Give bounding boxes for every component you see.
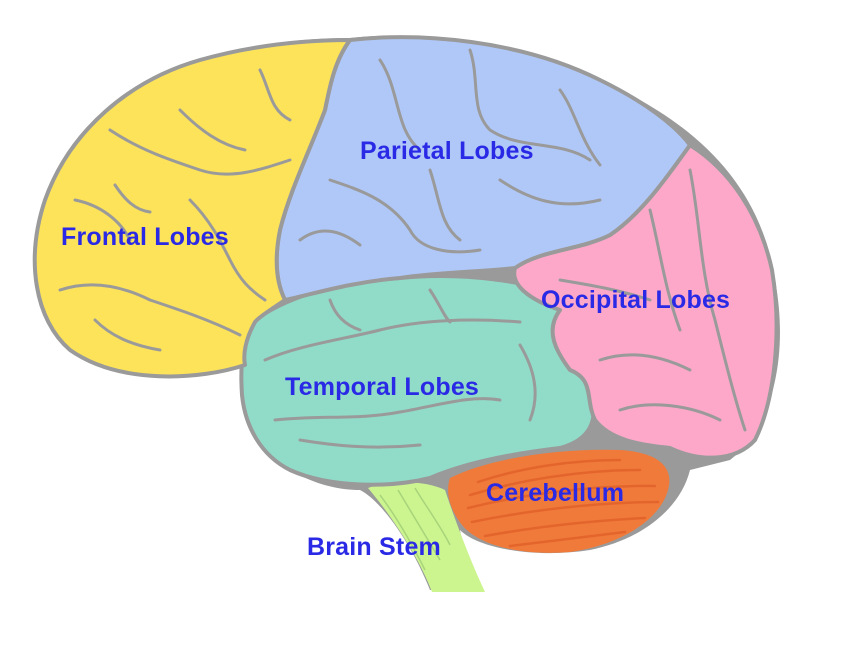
parietal-lobes-label: Parietal Lobes [360,137,534,165]
frontal-lobes-label: Frontal Lobes [61,223,229,251]
temporal-lobes-label: Temporal Lobes [285,373,480,401]
temporal-sulci [263,288,537,449]
occipital-lobes-label: Occipital Lobes [541,286,731,314]
cerebellum-folia [466,458,660,548]
parietal-sulci [298,48,602,254]
frontal-sulci [58,68,292,352]
brain-stem-label: Brain Stem [307,533,441,561]
occipital-sulci [558,168,747,432]
frontal-region [32,38,352,379]
cerebellum-label: Cerebellum [486,479,625,507]
